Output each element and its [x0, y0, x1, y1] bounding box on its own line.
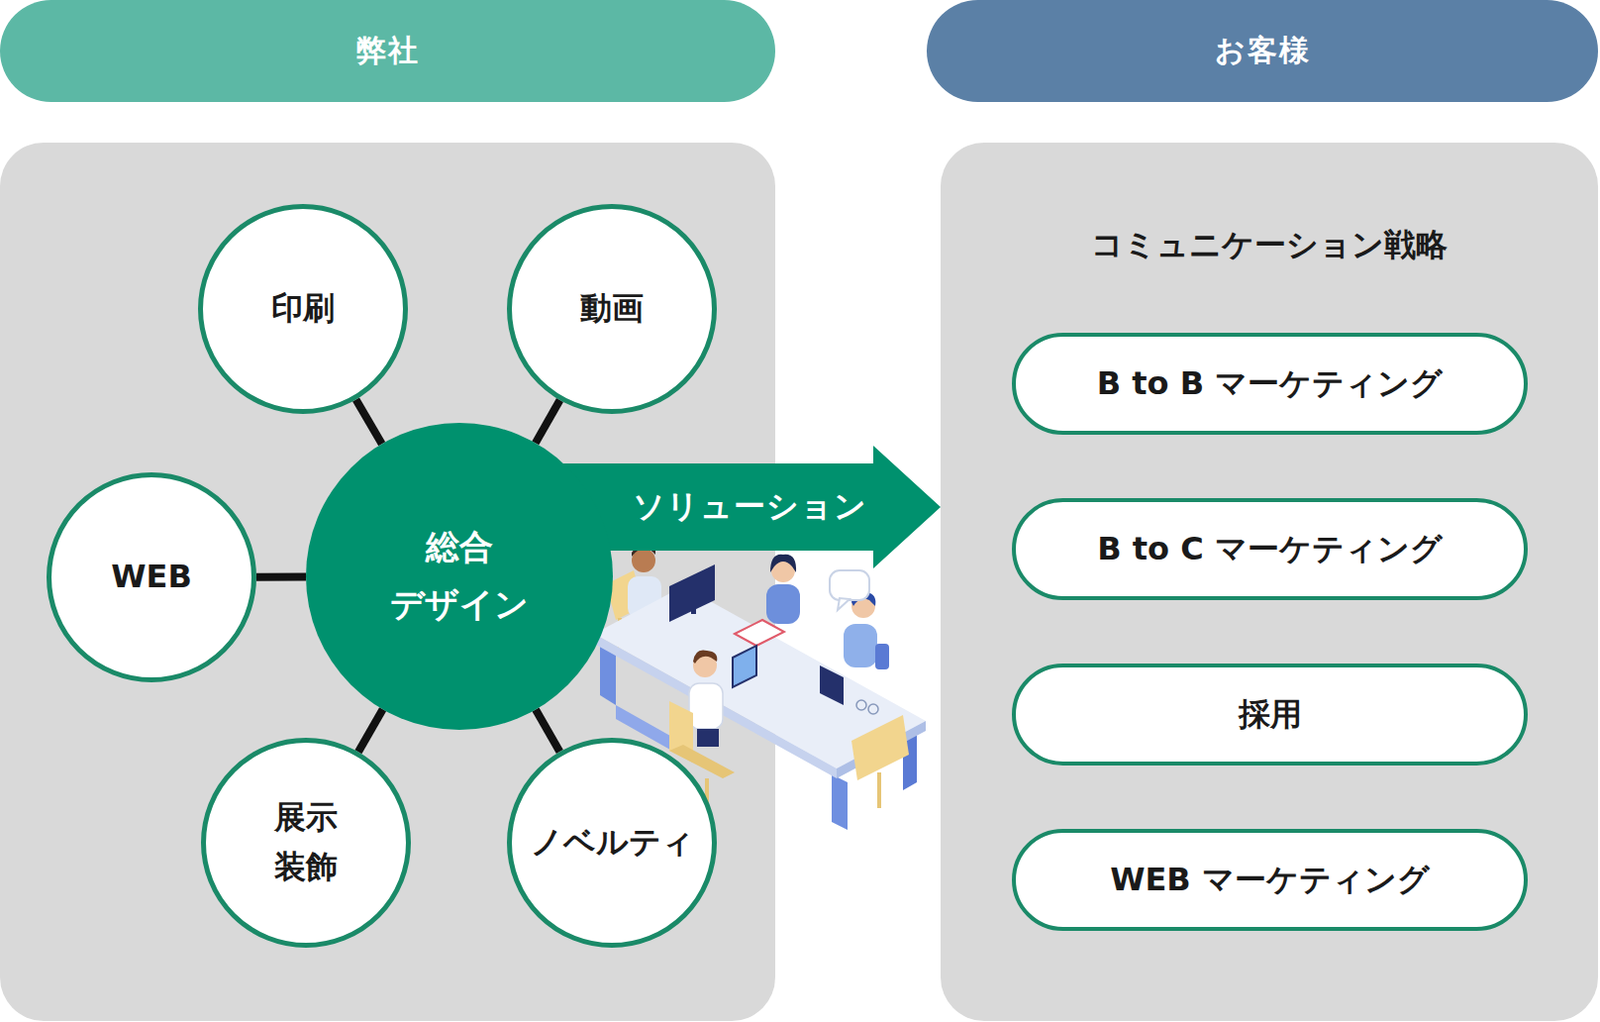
circle-label: 展示 装飾	[239, 793, 373, 892]
circle-label: 総合 デザイン	[389, 518, 531, 634]
notebook-part	[734, 619, 785, 646]
strategy-pill: WEB マーケティング	[1011, 828, 1528, 931]
person-front-part	[693, 649, 717, 664]
laptop-right-part	[819, 665, 844, 705]
section-heading: コミュニケーション戦略	[940, 223, 1599, 268]
service-circle: 展示 装飾	[200, 737, 411, 948]
speech-bubble-part	[837, 598, 850, 610]
circle-outline	[305, 422, 613, 730]
header-pill: お客様	[926, 0, 1599, 102]
chair-right-part	[851, 714, 909, 781]
arrow-label: ソリューション	[626, 485, 874, 529]
core-circle: 総合 デザイン	[305, 422, 613, 730]
chair-right	[851, 714, 909, 808]
pill-label: B to C マーケティング	[1097, 527, 1443, 572]
circle-label: 印刷	[271, 288, 335, 330]
circle-outline	[200, 737, 411, 948]
laptop-front-part	[732, 645, 757, 688]
circle-shape	[203, 740, 409, 946]
circle-shape	[509, 206, 715, 412]
pill-label: WEB マーケティング	[1109, 858, 1430, 902]
person-front-part	[697, 728, 719, 747]
service-circle: WEB	[46, 472, 257, 683]
circle-shape	[49, 475, 255, 681]
strategy-pill: 採用	[1011, 663, 1528, 766]
strategy-pill: B to C マーケティング	[1011, 498, 1528, 600]
service-circle: ノベルティ	[506, 737, 717, 948]
link-line	[256, 572, 306, 581]
header-text: お客様	[1214, 30, 1311, 72]
service-circle: 動画	[506, 203, 717, 414]
circle-shape	[200, 206, 406, 412]
table-legs-part	[831, 774, 848, 830]
circle-shape	[305, 422, 613, 730]
laptop-front	[732, 645, 757, 688]
person-right	[843, 591, 890, 670]
laptop-right-part	[856, 700, 867, 710]
monitor-part	[691, 600, 697, 614]
circle-shape	[509, 740, 715, 946]
pill-label: 採用	[1238, 693, 1302, 737]
header-pill: 弊社	[0, 0, 776, 102]
person-right-part	[843, 623, 878, 668]
circle-label: ノベルティ	[530, 821, 695, 864]
service-circle: 印刷	[198, 203, 408, 414]
pill-label: B to B マーケティング	[1097, 362, 1443, 406]
speech-bubble-part	[829, 570, 870, 600]
laptop-right	[819, 665, 879, 714]
circle-label: WEB	[110, 556, 193, 599]
speech-bubble	[829, 570, 870, 610]
notebook	[734, 619, 785, 646]
person-right-part	[875, 643, 890, 670]
chair-right-part	[877, 772, 882, 808]
circle-label: 動画	[580, 288, 644, 330]
header-text: 弊社	[356, 30, 420, 72]
person-back-woman	[766, 554, 800, 624]
laptop-right-part	[868, 703, 879, 714]
strategy-pill: B to B マーケティング	[1011, 332, 1528, 435]
person-front-part	[689, 683, 723, 729]
solution-arrow	[563, 445, 941, 569]
person-back-woman-part	[766, 584, 800, 624]
company-panel: お客様コミュニケーション戦略 B to B マーケティング B to C マーケティ…	[926, 0, 1599, 1021]
